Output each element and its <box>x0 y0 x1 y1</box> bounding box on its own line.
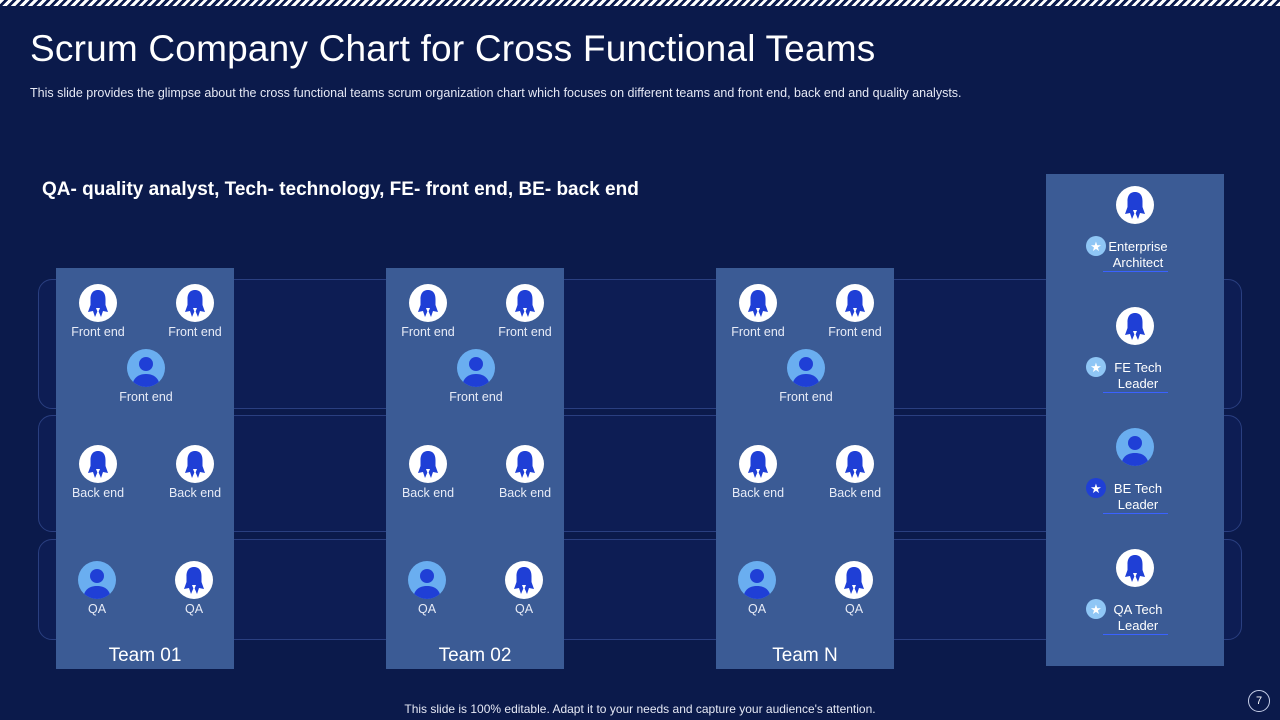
team-member: Back end <box>150 445 240 500</box>
footer-note: This slide is 100% editable. Adapt it to… <box>404 702 876 716</box>
leader-card: ★ QA Tech Leader <box>1046 537 1224 647</box>
row-band-qa <box>38 539 1242 640</box>
team-label: Team 02 <box>438 645 512 666</box>
member-role-label: QA <box>417 602 437 616</box>
star-icon: ★ <box>1086 236 1106 256</box>
male-person-icon <box>408 561 446 599</box>
team-member: Back end <box>810 445 900 500</box>
leader-underline <box>1103 634 1168 635</box>
page-number: 7 <box>1248 690 1270 712</box>
member-role-label: Front end <box>731 325 785 339</box>
male-person-icon <box>78 561 116 599</box>
member-role-label: QA <box>184 602 204 616</box>
female-person-icon <box>506 284 544 322</box>
member-role-label: Back end <box>731 486 785 500</box>
leader-underline <box>1103 392 1168 393</box>
team-member: Front end <box>53 284 143 339</box>
slide-subtitle: This slide provides the glimpse about th… <box>30 86 962 100</box>
member-role-label: QA <box>87 602 107 616</box>
member-role-label: Front end <box>168 325 222 339</box>
member-role-label: Back end <box>401 486 455 500</box>
member-role-label: Front end <box>449 390 503 404</box>
team-member: Front end <box>761 349 851 404</box>
member-role-label: Front end <box>498 325 552 339</box>
leader-role-label: Enterprise Architect <box>1108 239 1168 270</box>
member-role-label: Front end <box>401 325 455 339</box>
male-person-icon <box>787 349 825 387</box>
leader-card: ★ FE Tech Leader <box>1046 295 1224 405</box>
team-label: Team 01 <box>108 645 182 666</box>
male-person-icon <box>457 349 495 387</box>
leader-role-label: QA Tech Leader <box>1113 602 1163 633</box>
member-role-label: Front end <box>828 325 882 339</box>
leader-role-label: BE Tech Leader <box>1113 481 1163 512</box>
female-person-icon <box>409 445 447 483</box>
star-icon: ★ <box>1086 478 1106 498</box>
row-band-back-end <box>38 415 1242 532</box>
star-icon: ★ <box>1086 599 1106 619</box>
female-person-icon <box>836 284 874 322</box>
team-label: Team N <box>772 645 838 666</box>
member-role-label: Front end <box>779 390 833 404</box>
member-role-label: Back end <box>828 486 882 500</box>
team-member: Back end <box>713 445 803 500</box>
team-member: QA <box>52 561 142 616</box>
team-member: Front end <box>810 284 900 339</box>
female-person-icon <box>1116 307 1154 345</box>
female-person-icon <box>739 445 777 483</box>
team-member: Front end <box>480 284 570 339</box>
team-member: Front end <box>713 284 803 339</box>
team-member: Front end <box>101 349 191 404</box>
leader-role-label: FE Tech Leader <box>1114 360 1162 391</box>
leader-underline <box>1103 513 1168 514</box>
row-band-front-end <box>38 279 1242 409</box>
leader-underline <box>1103 271 1168 272</box>
female-person-icon <box>505 561 543 599</box>
leader-card: ★ BE Tech Leader <box>1046 416 1224 526</box>
member-role-label: QA <box>747 602 767 616</box>
slide-title: Scrum Company Chart for Cross Functional… <box>30 28 876 69</box>
female-person-icon <box>176 445 214 483</box>
team-member: Back end <box>480 445 570 500</box>
member-role-label: QA <box>514 602 534 616</box>
team-member: Back end <box>383 445 473 500</box>
leader-card: ★Enterprise Architect <box>1046 174 1224 284</box>
team-member: Front end <box>383 284 473 339</box>
female-person-icon <box>506 445 544 483</box>
female-person-icon <box>79 284 117 322</box>
member-role-label: Back end <box>498 486 552 500</box>
female-person-icon <box>835 561 873 599</box>
team-member: QA <box>712 561 802 616</box>
team-member: Back end <box>53 445 143 500</box>
top-stripe <box>0 0 1280 6</box>
abbreviation-legend: QA- quality analyst, Tech- technology, F… <box>42 179 639 200</box>
team-member: QA <box>382 561 472 616</box>
team-member: Front end <box>150 284 240 339</box>
female-person-icon <box>836 445 874 483</box>
member-role-label: QA <box>844 602 864 616</box>
female-person-icon <box>1116 549 1154 587</box>
member-role-label: Front end <box>119 390 173 404</box>
member-role-label: Back end <box>71 486 125 500</box>
team-member: QA <box>149 561 239 616</box>
female-person-icon <box>739 284 777 322</box>
member-role-label: Back end <box>168 486 222 500</box>
female-person-icon <box>175 561 213 599</box>
female-person-icon <box>79 445 117 483</box>
star-icon: ★ <box>1086 357 1106 377</box>
female-person-icon <box>1116 186 1154 224</box>
team-member: QA <box>479 561 569 616</box>
male-person-icon <box>127 349 165 387</box>
team-member: Front end <box>431 349 521 404</box>
female-person-icon <box>176 284 214 322</box>
team-member: QA <box>809 561 899 616</box>
male-person-icon <box>738 561 776 599</box>
leaders-column: ★Enterprise Architect★FE Tech Leader★BE … <box>1046 174 1224 666</box>
member-role-label: Front end <box>71 325 125 339</box>
male-person-icon <box>1116 428 1154 466</box>
female-person-icon <box>409 284 447 322</box>
